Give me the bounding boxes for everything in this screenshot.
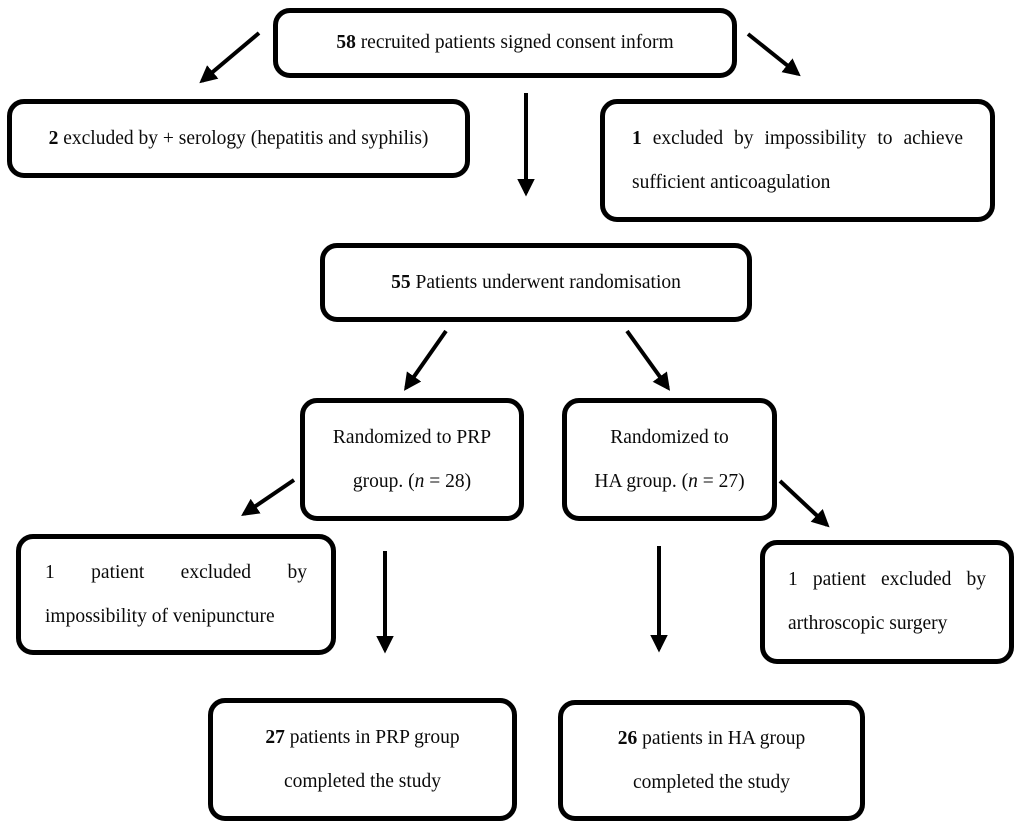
arrow-recruited-to-anticoagulation [746, 32, 801, 77]
box-excluded-serology-text: 2 excluded by + serology (hepatitis and … [48, 127, 429, 149]
box-excluded-anticoagulation-line1: 1 excluded by impossibility to achieve [632, 127, 963, 149]
box-completed-ha-line2: completed the study [632, 771, 791, 793]
randomised-count: 55 [391, 271, 411, 293]
arrow-randomised-to-prp [403, 329, 448, 391]
box-randomized-ha-line1: Randomized to [610, 426, 729, 448]
box-randomized-prp: Randomized to PRP group. (n = 28) [300, 398, 524, 521]
box-completed-ha: 26 patients in HA group completed the st… [558, 700, 865, 821]
box-completed-prp-line1: 27 patients in PRP group [265, 726, 460, 748]
box-randomised-text: 55 Patients underwent randomisation [391, 271, 681, 293]
box-completed-ha-line1: 26 patients in HA group [617, 727, 806, 749]
recruited-count: 58 [336, 32, 356, 53]
arrow-randomised-to-ha [625, 329, 671, 391]
box-randomized-ha: Randomized to HA group. (n = 27) [562, 398, 777, 521]
completed-ha-count: 26 [617, 727, 638, 749]
n-symbol: n [414, 470, 425, 492]
box-completed-prp-line2: completed the study [283, 770, 442, 792]
box-completed-prp: 27 patients in PRP group completed the s… [208, 698, 517, 821]
box-excluded-venipuncture: 1 patient excluded by impossibility of v… [16, 534, 336, 655]
box-randomized-prp-line2: group. (n = 28) [352, 470, 472, 492]
box-excluded-arthroscopy: 1 patient excluded by arthroscopic surge… [760, 540, 1014, 664]
box-excluded-arthroscopy-line1: 1 patient excluded by [788, 569, 986, 590]
arrow-recruited-to-serology [199, 31, 261, 84]
arrow-ha-to-arthroscopy [778, 479, 830, 528]
box-excluded-serology: 2 excluded by + serology (hepatitis and … [7, 99, 470, 178]
arrow-prp-to-venipuncture [241, 478, 296, 516]
box-excluded-venipuncture-line2: impossibility of venipuncture [45, 605, 275, 627]
box-recruited: 58 recruited patients signed consent inf… [273, 8, 737, 78]
excluded-anticoagulation-count: 1 [632, 127, 642, 149]
box-randomized-prp-line1: Randomized to PRP [332, 426, 492, 448]
n-symbol: n [688, 470, 698, 492]
box-excluded-arthroscopy-line2: arthroscopic surgery [788, 613, 948, 634]
box-excluded-anticoagulation: 1 excluded by impossibility to achieve s… [600, 99, 995, 222]
box-excluded-anticoagulation-line2: sufficient anticoagulation [632, 171, 831, 193]
excluded-serology-count: 2 [48, 127, 59, 149]
box-randomised: 55 Patients underwent randomisation [320, 243, 752, 322]
box-randomized-ha-line2: HA group. (n = 27) [594, 470, 745, 492]
box-recruited-text: 58 recruited patients signed consent inf… [336, 32, 674, 53]
completed-prp-count: 27 [265, 726, 285, 748]
box-excluded-venipuncture-line1: 1 patient excluded by [45, 561, 307, 583]
